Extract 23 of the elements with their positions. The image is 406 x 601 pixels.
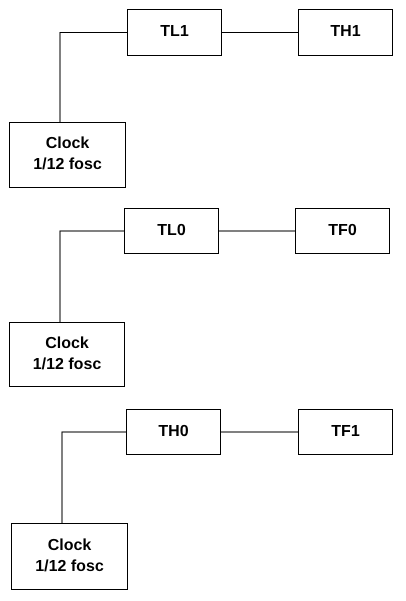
process-box (298, 409, 393, 455)
connector-line (62, 432, 126, 524)
box-label: TF1 (331, 422, 360, 442)
connector-line (60, 32, 128, 122)
process-box (295, 208, 390, 254)
connector-line (218, 230, 296, 232)
box-label: Clock 1/12 fosc (34, 536, 105, 576)
process-box (11, 523, 128, 590)
process-box (124, 208, 219, 254)
connector-line (60, 230, 124, 322)
process-box (9, 122, 126, 188)
box-label: TL0 (157, 220, 186, 241)
process-box (127, 9, 222, 56)
box-label: TH0 (158, 422, 189, 442)
box-label: TH1 (330, 22, 361, 42)
box-label: TF0 (328, 220, 357, 241)
box-label: Clock 1/12 fosc (32, 134, 103, 175)
process-box (9, 322, 125, 387)
box-label: Clock 1/12 fosc (32, 334, 102, 374)
process-box (298, 9, 393, 56)
connector-line (222, 32, 298, 33)
box-label: TL1 (160, 22, 189, 42)
process-box (126, 409, 221, 455)
